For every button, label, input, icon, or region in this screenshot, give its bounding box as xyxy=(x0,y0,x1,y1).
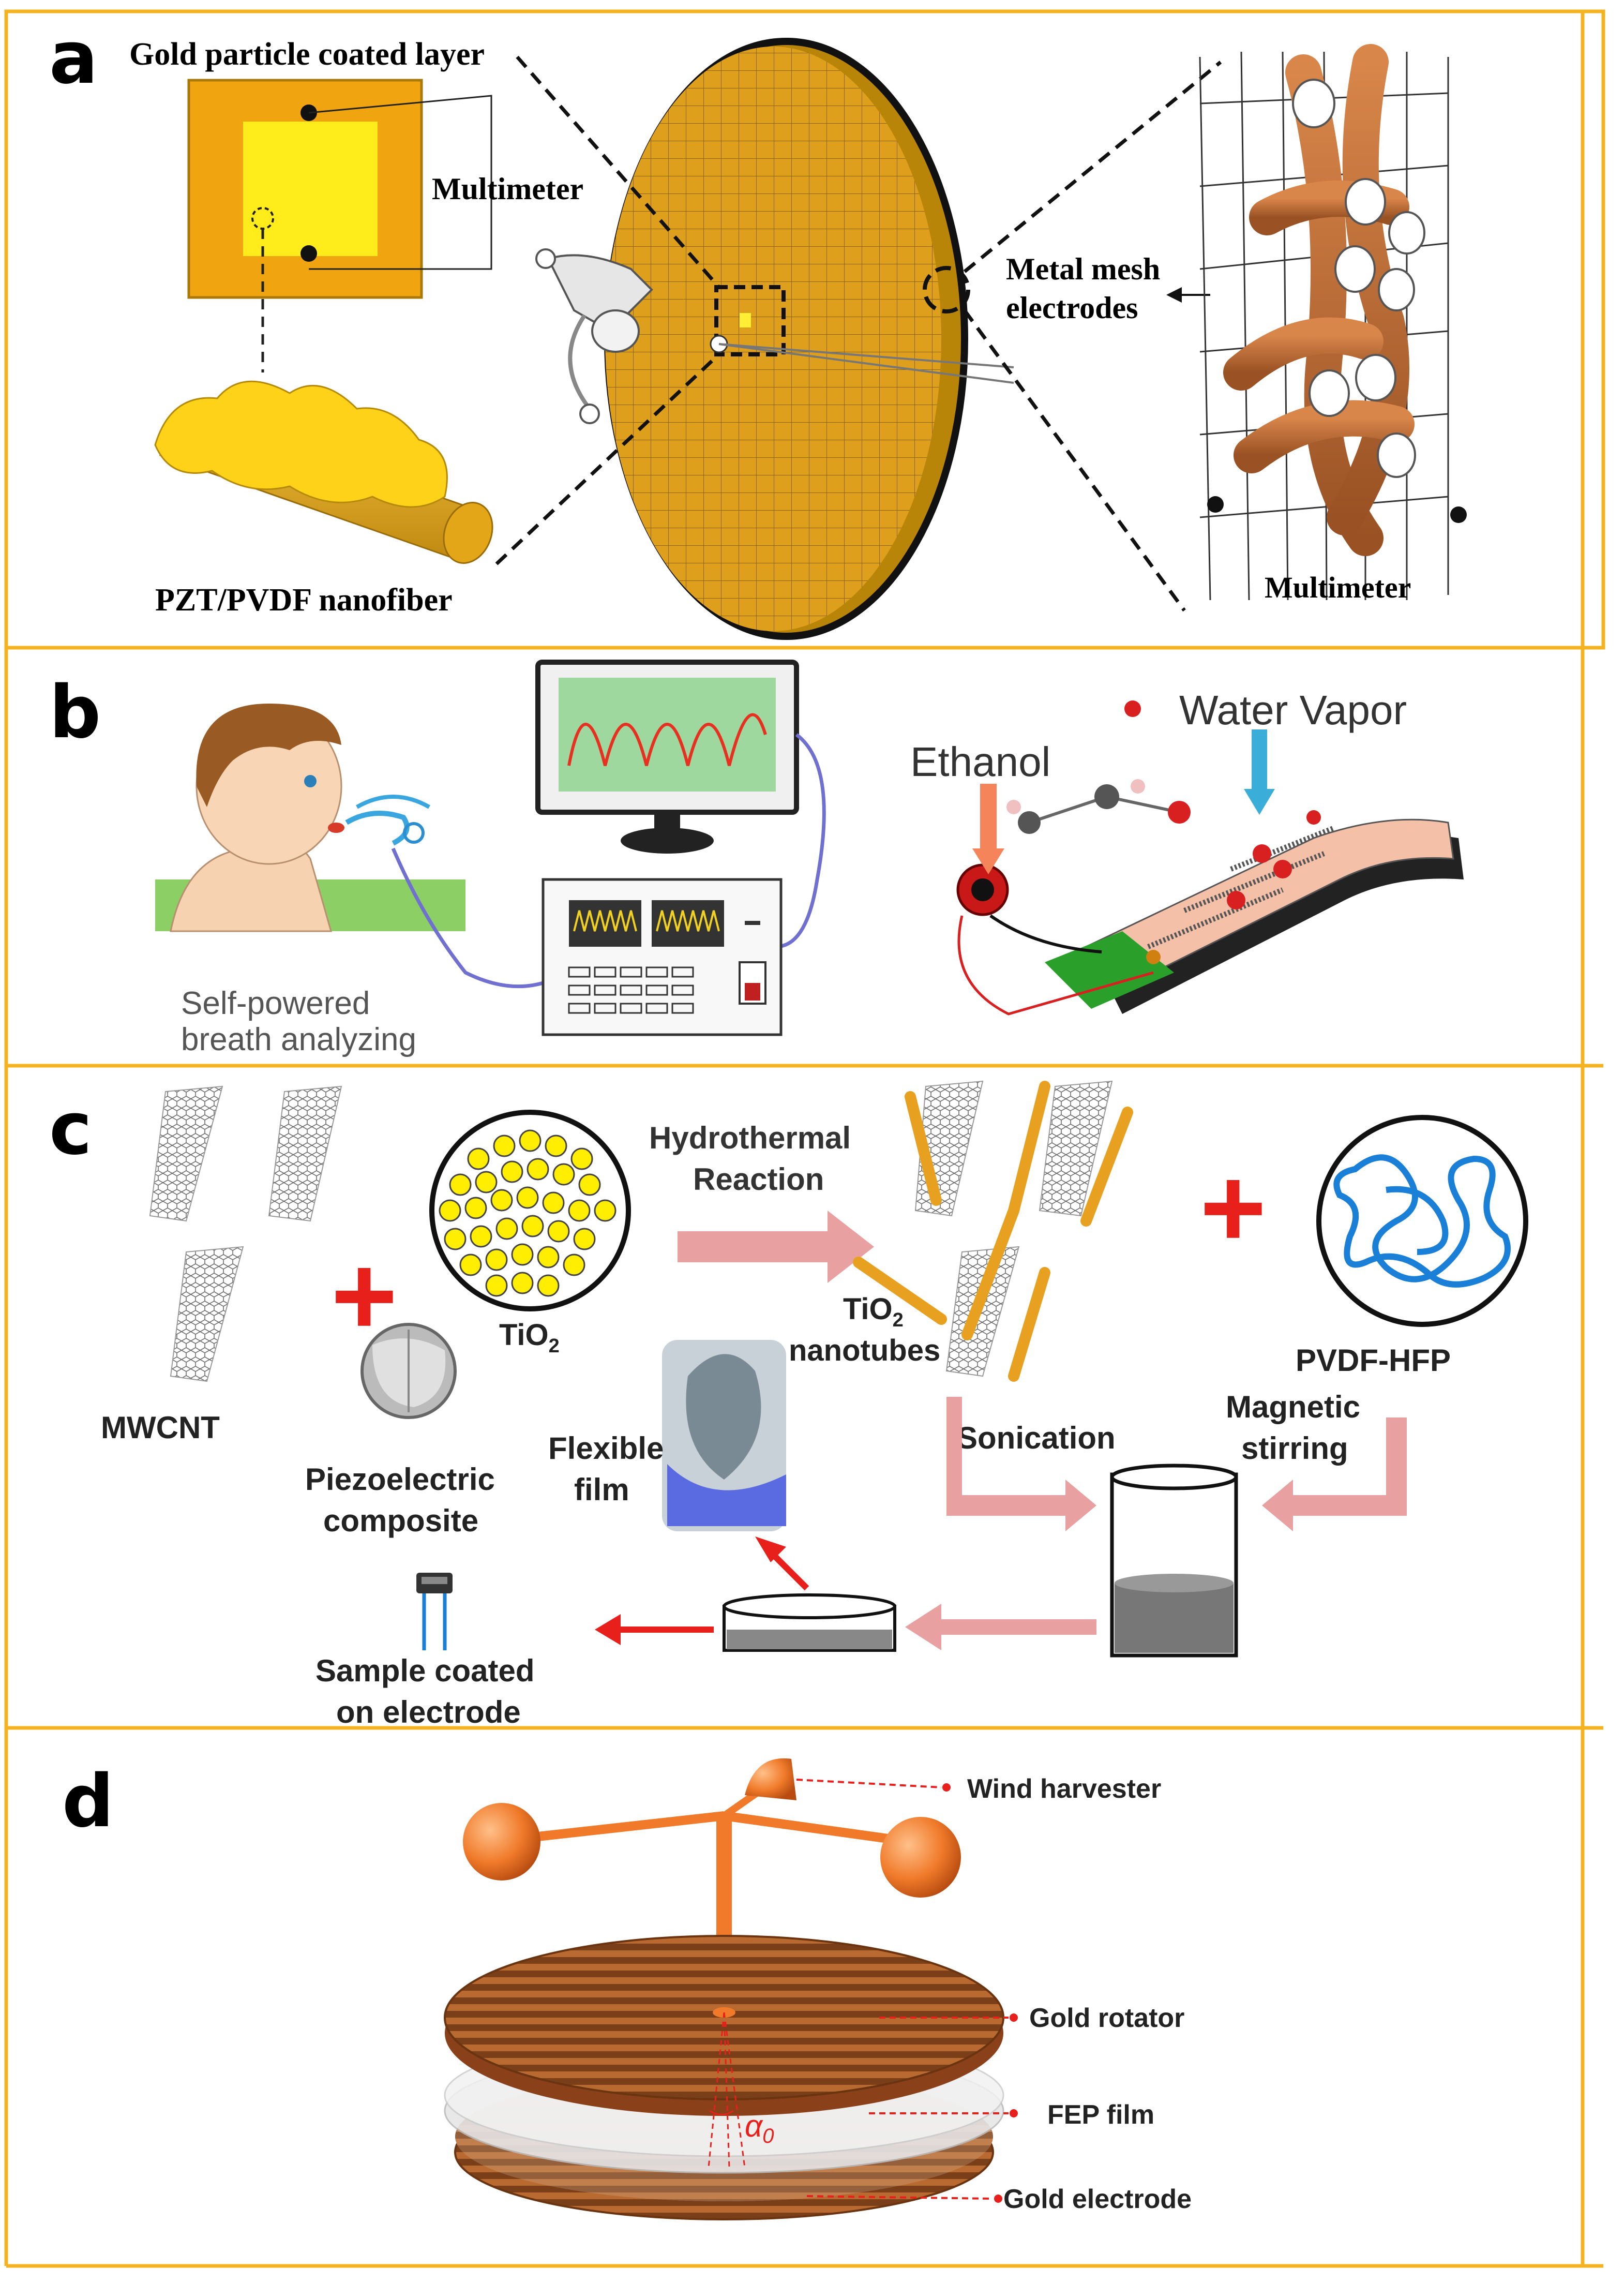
panel-letter-a: a xyxy=(49,16,98,100)
molecules-icon xyxy=(1006,700,1321,909)
multimeter-label-top: Multimeter xyxy=(432,172,583,206)
angle-indicator xyxy=(708,2012,746,2168)
multimeter-label-bottom: Multimeter xyxy=(1265,571,1411,604)
metal-mesh-line2: electrodes xyxy=(1006,291,1138,325)
sonication-label: Sonication xyxy=(957,1421,1116,1455)
cable-right xyxy=(775,733,826,949)
breath-label-line1: Self-powered xyxy=(181,986,370,1021)
flexible-line2: film xyxy=(574,1472,629,1507)
water-vapor-label: Water Vapor xyxy=(1179,687,1407,733)
hydrothermal-line1: Hydrothermal xyxy=(649,1121,851,1155)
tio2-particles-icon xyxy=(429,1110,631,1311)
panel-c: c MWCNT + TiO2 Hydrothermal Reaction xyxy=(49,1080,1528,1729)
metal-mesh-line1: Metal mesh xyxy=(1006,252,1160,286)
sensor-strip-icon xyxy=(956,729,1464,1016)
petri-dish-icon xyxy=(723,1593,896,1652)
wind-leader xyxy=(796,1779,942,1788)
gold-particle-layer xyxy=(187,79,492,299)
wind-label: Wind harvester xyxy=(967,1774,1161,1804)
cable-left xyxy=(391,847,544,989)
breath-label-line2: breath analyzing xyxy=(181,1022,416,1057)
piezo-composite-icon xyxy=(360,1323,457,1419)
magnetic-line2: stirring xyxy=(1241,1431,1348,1466)
hydrothermal-line2: Reaction xyxy=(693,1162,824,1197)
nanofiber-icon xyxy=(154,380,493,564)
panel-letter-d: d xyxy=(62,1759,114,1844)
panel-b: b Self-powered breath analyzing xyxy=(49,660,1464,1057)
flexible-line1: Flexible xyxy=(548,1431,664,1466)
panel-letter-c: c xyxy=(49,1087,92,1171)
ethanol-label: Ethanol xyxy=(910,739,1050,785)
arrow-hydrothermal xyxy=(678,1211,874,1283)
flexible-film-photo xyxy=(662,1340,786,1531)
mesh-fiber-icon xyxy=(1199,44,1467,601)
anemometer-cups-icon xyxy=(463,1758,961,2012)
nanotubes-label: nanotubes xyxy=(789,1334,940,1367)
pvdf-label: PVDF-HFP xyxy=(1296,1343,1451,1378)
rotator-label: Gold rotator xyxy=(1029,2003,1184,2033)
nanofiber-label: PZT/PVDF nanofiber xyxy=(155,583,453,618)
electrode-label: Gold electrode xyxy=(1003,2184,1192,2214)
tio2-nanotubes-label: TiO2 xyxy=(843,1292,904,1331)
process-arrows xyxy=(905,1397,1407,1650)
polymer-chain-icon xyxy=(1316,1115,1528,1327)
plus-sign-2: + xyxy=(1200,1144,1266,1271)
magnetic-line1: Magnetic xyxy=(1226,1390,1360,1424)
tio2-nanotubes-icon xyxy=(853,1080,1133,1382)
panel-frames xyxy=(4,9,1605,2268)
electrode-leader xyxy=(806,2195,994,2200)
electrode-disc xyxy=(604,38,1014,640)
arrow-to-film xyxy=(768,1549,809,1591)
piezo-line1: Piezoelectric xyxy=(305,1462,495,1497)
sample-line2: on electrode xyxy=(336,1695,521,1729)
gold-layer-label: Gold particle coated layer xyxy=(129,37,485,72)
person-breathing-icon xyxy=(155,704,465,932)
panel-a: a Gold particle coated layer Multimeter … xyxy=(49,16,1467,640)
tio2-label: TiO2 xyxy=(499,1318,560,1357)
sample-electrode-icon xyxy=(416,1573,453,1650)
monitor-icon xyxy=(535,660,799,854)
fep-label: FEP film xyxy=(1047,2100,1154,2130)
mwcnt-label: MWCNT xyxy=(101,1410,220,1445)
nanotube-icon xyxy=(149,1085,342,1382)
sample-line1: Sample coated xyxy=(315,1653,535,1688)
angle-label: α0 xyxy=(745,2109,774,2147)
analyzer-icon xyxy=(542,878,783,1036)
beaker-icon xyxy=(1110,1464,1238,1658)
piezo-line2: composite xyxy=(323,1503,478,1538)
zoom-leader-lines xyxy=(495,55,1222,612)
mouthpiece-icon xyxy=(535,248,653,424)
panel-letter-b: b xyxy=(49,670,101,755)
panel-d: d Wind harvester Gold electrode xyxy=(62,1758,1192,2220)
